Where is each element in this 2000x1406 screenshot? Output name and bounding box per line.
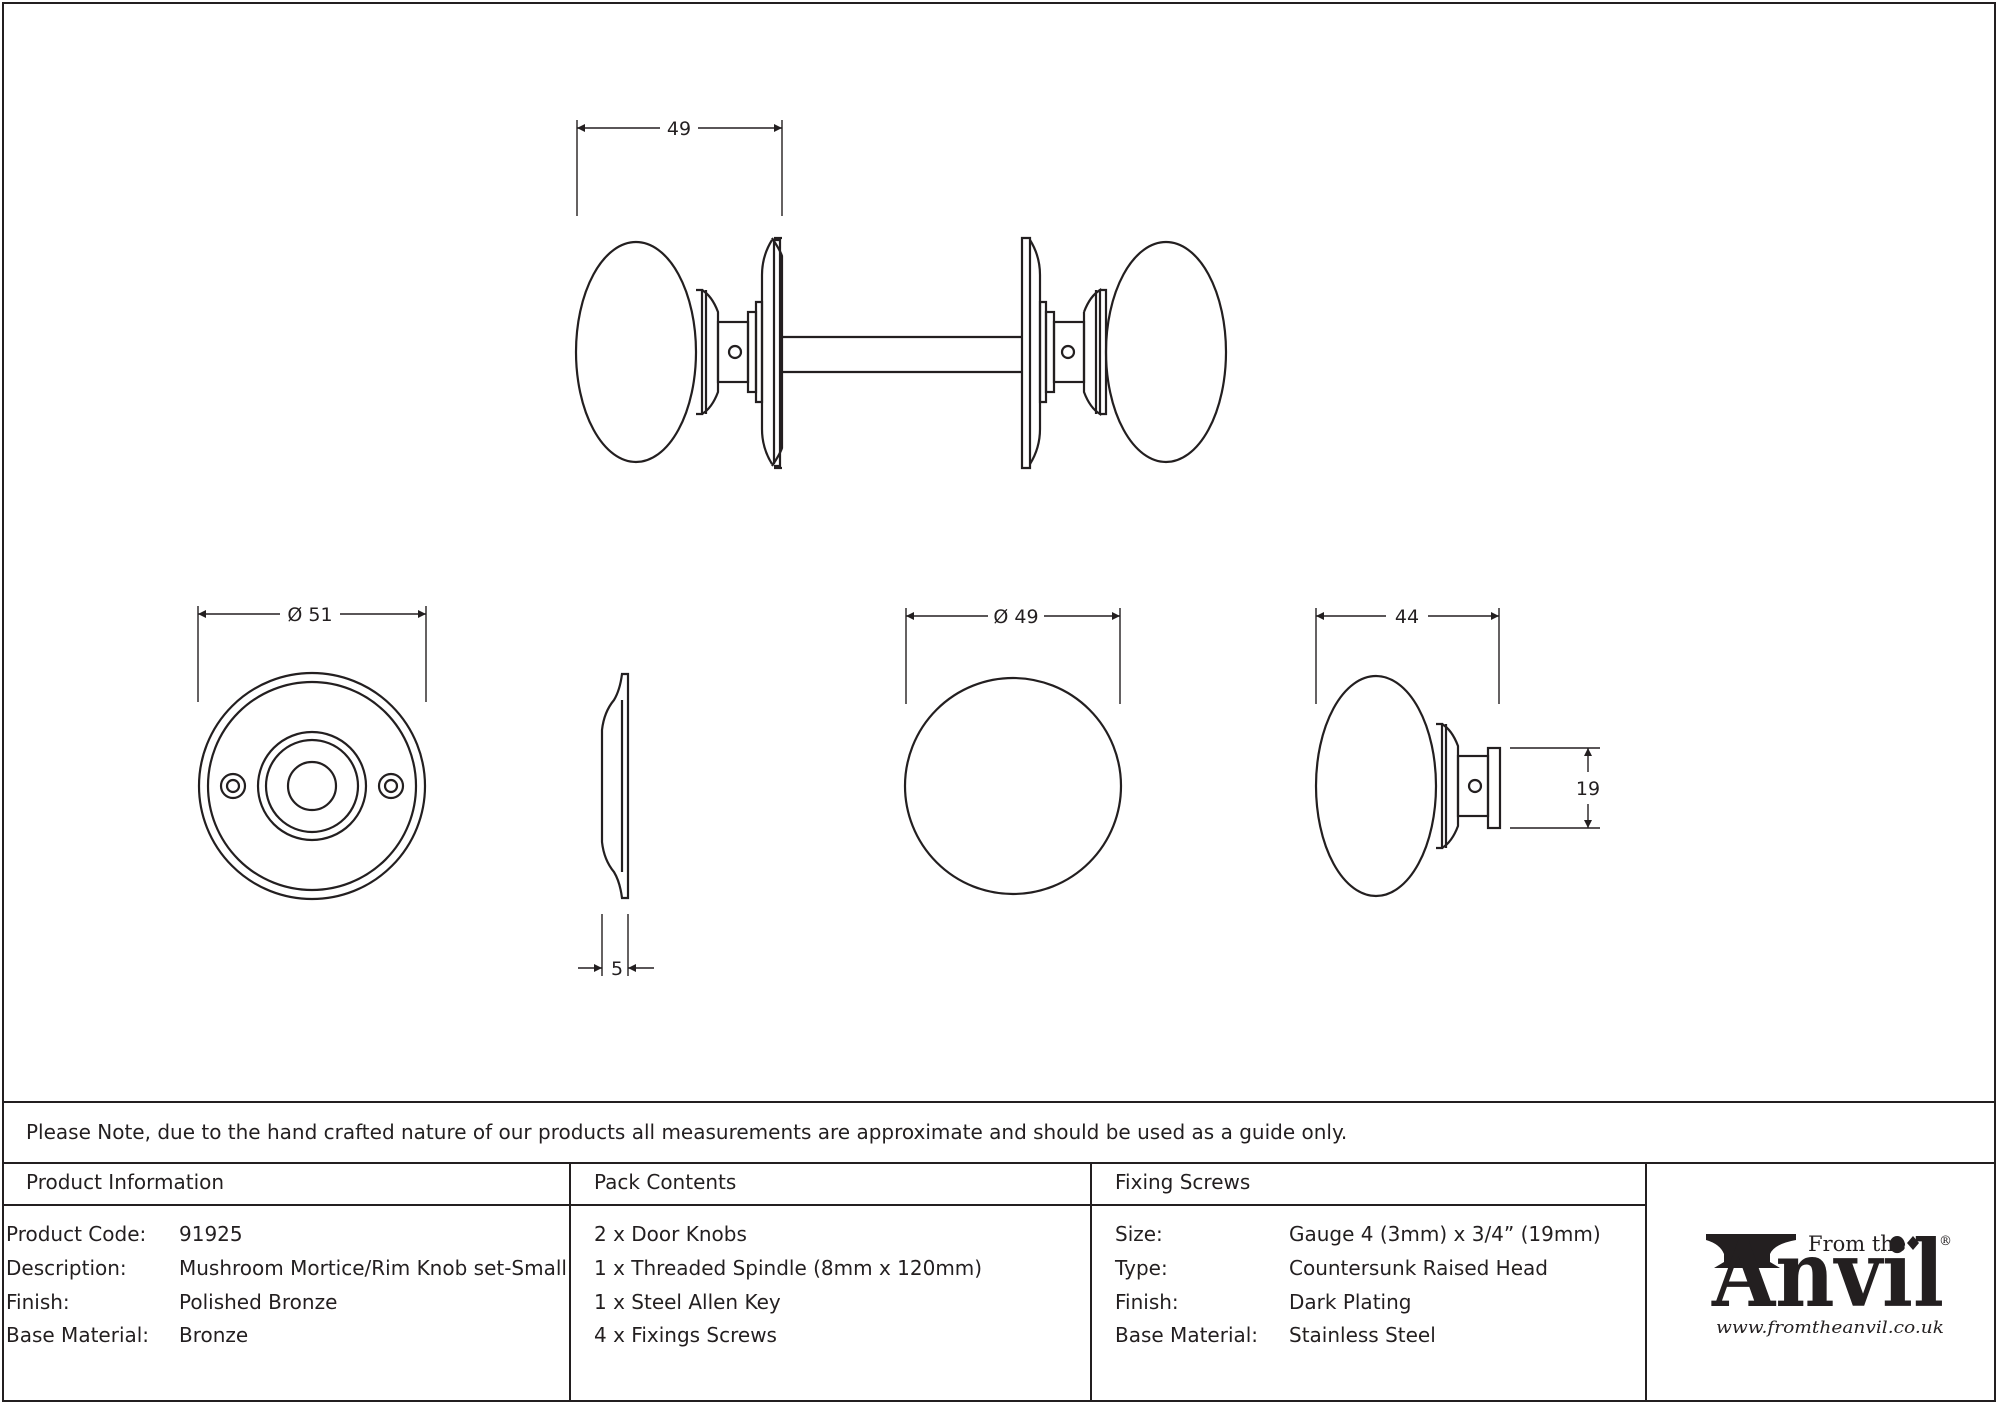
spec-table-grid [2,1101,1996,1402]
description-label: Description: [6,1256,127,1280]
screw-material-value: Stainless Steel [1289,1323,1436,1347]
dimension-lines [197,120,1600,976]
pack-item: 4 x Fixings Screws [594,1323,777,1347]
screw-size-label: Size: [1115,1222,1163,1246]
assembly-side-view [574,236,1228,470]
product-code-value: 91925 [179,1222,243,1246]
logo-brand: Anvil [1711,1220,1944,1328]
description-value: Mushroom Mortice/Rim Knob set-Small [179,1256,567,1280]
screw-finish-label: Finish: [1115,1290,1179,1314]
finish-label: Finish: [6,1290,70,1314]
product-information-heading: Product Information [26,1170,225,1194]
screw-finish-value: Dark Plating [1289,1290,1412,1314]
anvil-icon [1706,1234,1796,1268]
dim-rose-depth: 5 [611,958,623,980]
logo-url: www.fromtheanvil.co.uk [1716,1318,1944,1338]
dim-rose-diameter: Ø 51 [287,604,332,626]
knob-side-view [1314,674,1502,898]
logo-from-the: From the [1808,1232,1906,1256]
screw-type-label: Type: [1115,1256,1168,1280]
rose-side-view [600,672,630,900]
base-material-value: Bronze [179,1323,249,1347]
dim-assembly-width: 49 [667,118,691,140]
measurement-note: Please Note, due to the hand crafted nat… [26,1120,1348,1144]
pack-item: 2 x Door Knobs [594,1222,747,1246]
dim-knob-diameter: Ø 49 [993,606,1038,628]
dim-knob-projection: 44 [1395,606,1419,628]
rose-front-view [197,671,427,901]
from-the-anvil-logo: From the ® Anvil www.fromtheanvil.co.uk [1706,1220,1952,1338]
dim-neck-height: 19 [1576,778,1600,800]
fixing-screws-heading: Fixing Screws [1115,1170,1251,1194]
pack-contents-heading: Pack Contents [594,1170,737,1194]
screw-material-label: Base Material: [1115,1323,1259,1347]
screw-type-value: Countersunk Raised Head [1289,1256,1548,1280]
knob-front-view [903,676,1123,896]
product-code-label: Product Code: [6,1222,147,1246]
screw-size-value: Gauge 4 (3mm) x 3/4” (19mm) [1289,1222,1601,1246]
finish-value: Polished Bronze [179,1290,338,1314]
pack-item: 1 x Threaded Spindle (8mm x 120mm) [594,1256,983,1280]
diamond-icon [1907,1236,1919,1250]
base-material-label: Base Material: [6,1323,150,1347]
pack-item: 1 x Steel Allen Key [594,1290,781,1314]
logo-registered: ® [1939,1234,1952,1249]
